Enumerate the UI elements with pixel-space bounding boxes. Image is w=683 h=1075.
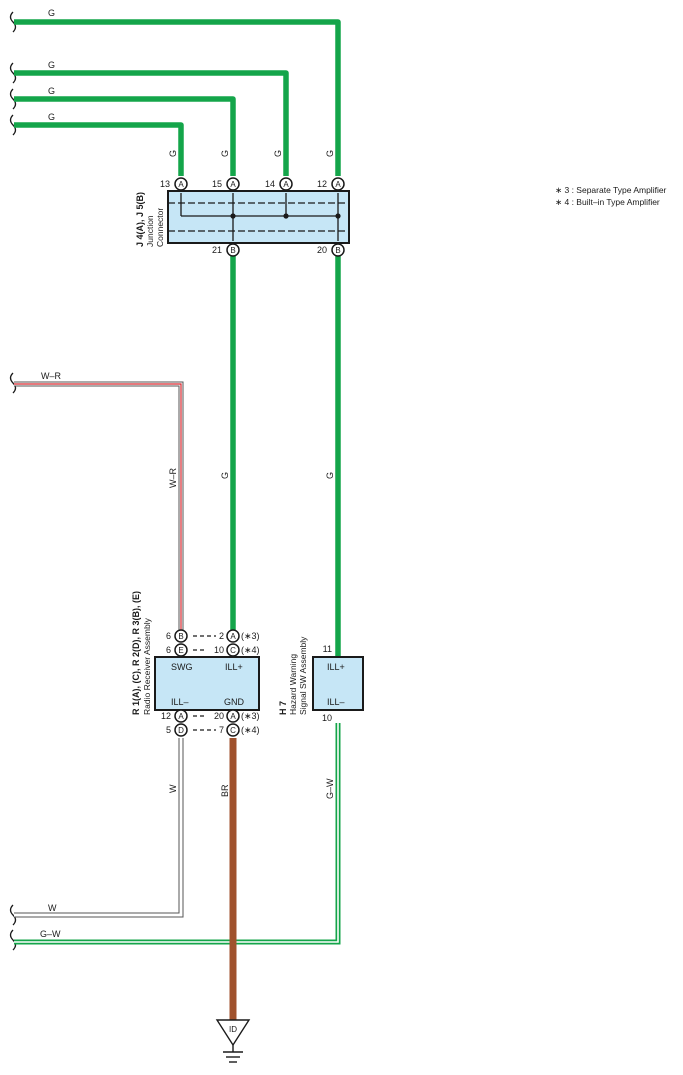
junction-pin-21: B 21 [212,243,240,257]
svg-text:B: B [335,246,340,255]
wire-label-g-2: G [48,60,55,70]
svg-text:A: A [335,180,341,189]
wire-label-g-v5: G [220,472,230,479]
svg-text:6: 6 [166,645,171,655]
svg-text:12: 12 [161,711,171,721]
wire-label-g-1: G [48,8,55,18]
svg-text:A: A [283,180,289,189]
svg-text:B: B [230,246,235,255]
svg-text:20: 20 [214,711,224,721]
wire-label-g-v4: G [325,150,335,157]
wire-label-g-w-v: G–W [325,778,335,799]
radio-pin-swg-b: B 6 [166,629,188,643]
wire-label-g-v3: G [273,150,283,157]
hazard-label: H 7 [278,701,288,715]
radio-pin-illm-d: D 5 [166,723,188,737]
radio-label-2: Radio Receiver Assembly [142,617,152,715]
svg-text:(∗3): (∗3) [241,711,260,721]
radio-pin-swg-e: E 6 [166,643,188,657]
green-wires-top [14,19,341,176]
svg-text:(∗4): (∗4) [241,645,260,655]
radio-pin-gnd-a: A 20 (∗3) [214,709,260,723]
wire-g-1 [14,19,341,176]
green-wires-down [230,256,341,660]
wire-g-3 [14,96,236,176]
svg-text:6: 6 [166,631,171,641]
svg-text:14: 14 [265,179,275,189]
radio-terminal-ill-minus: ILL– [171,697,189,707]
wire-break-symbols [9,11,17,951]
wire-g-4 [14,122,184,176]
radio-pin-illp-a: A 2 (∗3) [219,629,260,643]
svg-text:13: 13 [160,179,170,189]
svg-text:15: 15 [212,179,222,189]
junction-connector [167,190,350,244]
wire-label-br-v: BR [220,784,230,797]
radio-pin-illp-c: C 10 (∗4) [214,643,260,657]
wire-label-g-v1: G [168,150,178,157]
junction-pin-15: A 15 [212,177,240,191]
wire-label-w-v: W [168,784,178,793]
svg-text:2: 2 [219,631,224,641]
hazard-pin-11: 11 [323,644,332,654]
radio-receiver-box [154,656,260,711]
ground-symbol [215,1019,251,1063]
wire-label-w: W [48,903,57,913]
svg-text:A: A [178,180,184,189]
radio-label: R 1(A), (C), R 2(D), R 3(B), (E) [131,591,141,715]
svg-text:E: E [178,646,183,655]
hazard-pin-10: 10 [322,713,332,723]
wire-g-2 [14,70,289,176]
wire-label-g-4: G [48,112,55,122]
svg-text:A: A [178,712,184,721]
junction-label-3: Connector [155,208,165,247]
hazard-label-2: Hazard Warning [288,654,298,715]
radio-terminal-ill-plus: ILL+ [225,662,243,672]
svg-text:10: 10 [214,645,224,655]
wire-label-g-w: G–W [40,929,61,939]
svg-text:A: A [230,180,236,189]
svg-text:B: B [178,632,183,641]
hazard-terminal-ill-minus: ILL– [327,697,345,707]
junction-pin-14: A 14 [265,177,293,191]
svg-text:D: D [178,726,184,735]
svg-text:5: 5 [166,725,171,735]
ground-label: ID [229,1025,237,1034]
junction-pin-20: B 20 [317,243,345,257]
radio-terminal-gnd: GND [224,697,245,707]
junction-label: J 4(A), J 5(B) [135,192,145,247]
wire-w [14,738,184,918]
radio-pin-gnd-c: C 7 (∗4) [219,723,260,737]
wire-w-r [14,381,184,630]
svg-text:12: 12 [317,179,327,189]
svg-text:(∗4): (∗4) [241,725,260,735]
svg-text:(∗3): (∗3) [241,631,260,641]
junction-label-2: Junction [145,215,155,247]
note-builtin-amp: ∗ 4 : Built–in Type Amplifier [555,197,660,207]
hazard-switch-box [312,656,364,711]
svg-text:21: 21 [212,245,222,255]
radio-terminal-swg: SWG [171,662,193,672]
hazard-label-3: Signal SW Assembly [298,636,308,715]
wire-label-g-3: G [48,86,55,96]
svg-text:7: 7 [219,725,224,735]
radio-pin-illm-a: A 12 [161,709,188,723]
wire-label-w-r-v: W–R [168,468,178,489]
wire-label-w-r: W–R [41,371,62,381]
wire-label-g-v6: G [325,472,335,479]
svg-text:C: C [230,646,236,655]
junction-pin-13: A 13 [160,177,188,191]
svg-text:A: A [230,632,236,641]
wire-label-g-v2: G [220,150,230,157]
wire-g-w [14,723,341,945]
svg-text:20: 20 [317,245,327,255]
svg-text:C: C [230,726,236,735]
note-separate-amp: ∗ 3 : Separate Type Amplifier [555,185,667,195]
svg-text:A: A [230,712,236,721]
junction-pin-12: A 12 [317,177,345,191]
hazard-terminal-ill-plus: ILL+ [327,662,345,672]
